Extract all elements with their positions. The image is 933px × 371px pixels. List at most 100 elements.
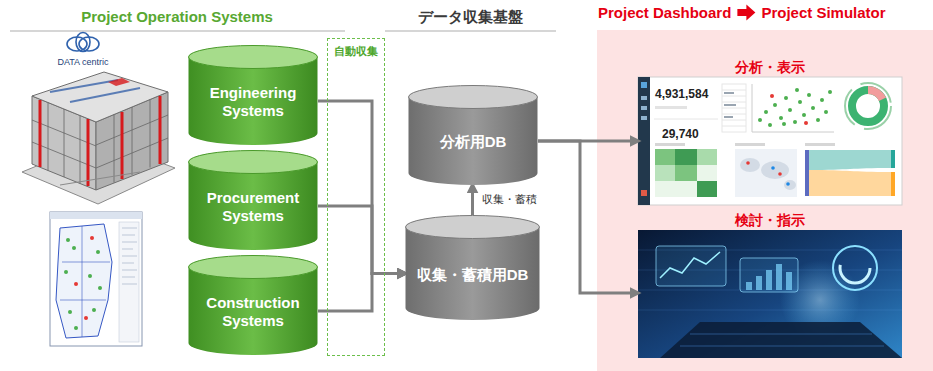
panel-heading: Project Simulator: [761, 4, 885, 21]
plant-3d-model-part: [87, 119, 90, 186]
dashboard-screenshot: [638, 77, 902, 205]
logo-text: DATA centric: [57, 57, 108, 67]
plant-3d-model-part: [48, 103, 49, 171]
database-name: Engineering Systems: [196, 84, 310, 120]
heading-rule-part: [385, 30, 556, 32]
dashboard-screenshot-part: [697, 181, 717, 197]
dashboard-screenshot-part: [655, 165, 675, 181]
dashboard-screenshot-part: [795, 88, 799, 92]
simulation-image-part: [776, 264, 782, 290]
plant-3d-model-part: [70, 88, 140, 102]
plot-plan-screen-part: [122, 277, 135, 278]
plant-3d-model-part: [64, 109, 65, 177]
edge-label-holder: 収集・蓄積: [482, 193, 537, 206]
screen-heading: 分析・表示: [638, 56, 902, 77]
plant-3d-model-part: [80, 116, 81, 184]
plot-plan-screen-part: [56, 224, 112, 338]
connector-arrow: [471, 185, 474, 215]
plot-plan-screen-part: [68, 310, 72, 314]
plant-3d-model-part: [32, 72, 168, 122]
simulation-image-part: [690, 334, 872, 335]
database-cylinder: Procurement Systems: [188, 150, 318, 250]
dashboard-screenshot-part: [805, 143, 835, 146]
plot-plan-screen-part: [50, 212, 142, 346]
database-name: 分析用DB: [440, 133, 507, 151]
plant-3d-model-part: [96, 138, 168, 168]
logo-mark-part: [76, 33, 90, 52]
database-name: 収集・蓄積用DB: [417, 266, 529, 284]
plot-plan-screen-part: [92, 308, 96, 312]
plant-3d-model-part: [132, 107, 133, 175]
cylinder-body: [189, 57, 318, 145]
plot-plan-screen-part: [62, 262, 110, 263]
plot-plan-screen-part: [98, 286, 102, 290]
plant-3d-model-part: [60, 172, 140, 185]
dashboard-screenshot-part: [764, 110, 768, 114]
dashboard-screenshot-part: [724, 104, 736, 106]
dashboard-screenshot-part: [655, 149, 675, 165]
dashboard-screenshot-part: [779, 116, 783, 120]
cylinder-top: [189, 46, 318, 69]
dashboard-screenshot-part: [782, 122, 786, 126]
dashboard-screenshot-part: [724, 116, 733, 118]
plot-plan-screen-part: [82, 226, 83, 337]
simulation-image-part: [740, 258, 798, 292]
database-name: Construction Systems: [196, 294, 310, 330]
plot-plan-screen-part: [96, 250, 100, 254]
dashboard-screenshot-part: [793, 120, 797, 124]
panel-heading: Project Dashboard: [598, 4, 731, 21]
plot-plan-screen-part: [90, 236, 94, 240]
plot-plan-screen-part: [72, 246, 76, 250]
plot-plan-screen-part: [74, 326, 78, 330]
simulation-image: [638, 230, 902, 358]
label-holder: Project Operation Systems: [81, 8, 273, 25]
plant-3d-model-part: [32, 120, 96, 146]
dashboard-screenshot-part: [784, 96, 788, 100]
dashboard-screenshot-part: [773, 103, 777, 107]
plot-plan-screen-part: [74, 282, 78, 286]
dashboard-screenshot-part: [638, 77, 650, 205]
label-holder: データ収集基盤: [418, 8, 523, 25]
label-holder: DATA centric: [57, 57, 108, 67]
dashboard-screenshot-part: [786, 182, 790, 186]
plot-plan-screen-part: [122, 242, 137, 243]
simulation-image-part: [638, 230, 902, 358]
cylinder-top: [406, 216, 540, 239]
dashboard-screenshot-part: [805, 150, 809, 196]
plot-plan-screen-part: [122, 270, 137, 271]
dashboard-panel: 分析・表示検討・指示Project DashboardProject Simul…: [597, 30, 933, 371]
plot-plan-screen-part: [122, 235, 135, 236]
edge-label: 収集・蓄積: [482, 193, 537, 206]
section-heading: Project Operation Systems: [81, 8, 273, 25]
dashboard-screenshot-part: [722, 84, 746, 132]
connector-arrow: [538, 141, 638, 293]
simulation-image-part: [756, 276, 762, 290]
cylinder-body: [189, 267, 318, 355]
simulation-image-part: [656, 246, 726, 286]
dashboard-screenshot-part: [655, 106, 687, 109]
dashboard-screenshot-part: [828, 90, 832, 94]
dashboard-screenshot-part: [722, 102, 746, 103]
dashboard-screenshot-part: [641, 106, 647, 110]
plot-plan-screen-part: [64, 270, 68, 274]
dashboard-screenshot-part: [752, 132, 834, 133]
dashboard-screenshot-part: [722, 96, 746, 97]
database-cylinder: Engineering Systems: [188, 45, 318, 145]
plant-3d-model-part: [50, 80, 118, 92]
plot-plan-screen-part: [122, 284, 137, 285]
dashboard-screenshot-part: [809, 170, 891, 196]
plant-3d-model-part: [32, 142, 96, 168]
dashboard-screenshot-part: [641, 116, 647, 120]
simulation-image-part: [833, 246, 877, 290]
dashboard-screenshot-part: [655, 143, 685, 146]
plant-3d-model-part: [121, 112, 124, 179]
simulation-image-part: [746, 282, 752, 290]
connector-arrow: [318, 274, 405, 312]
dashboard-screenshot-part: [722, 90, 746, 91]
label-holder: 4,931,584: [655, 88, 708, 102]
heading-arrow: [737, 5, 755, 21]
dashboard-screenshot-part: [722, 114, 746, 115]
dashboard-screenshot-part: [852, 90, 884, 122]
